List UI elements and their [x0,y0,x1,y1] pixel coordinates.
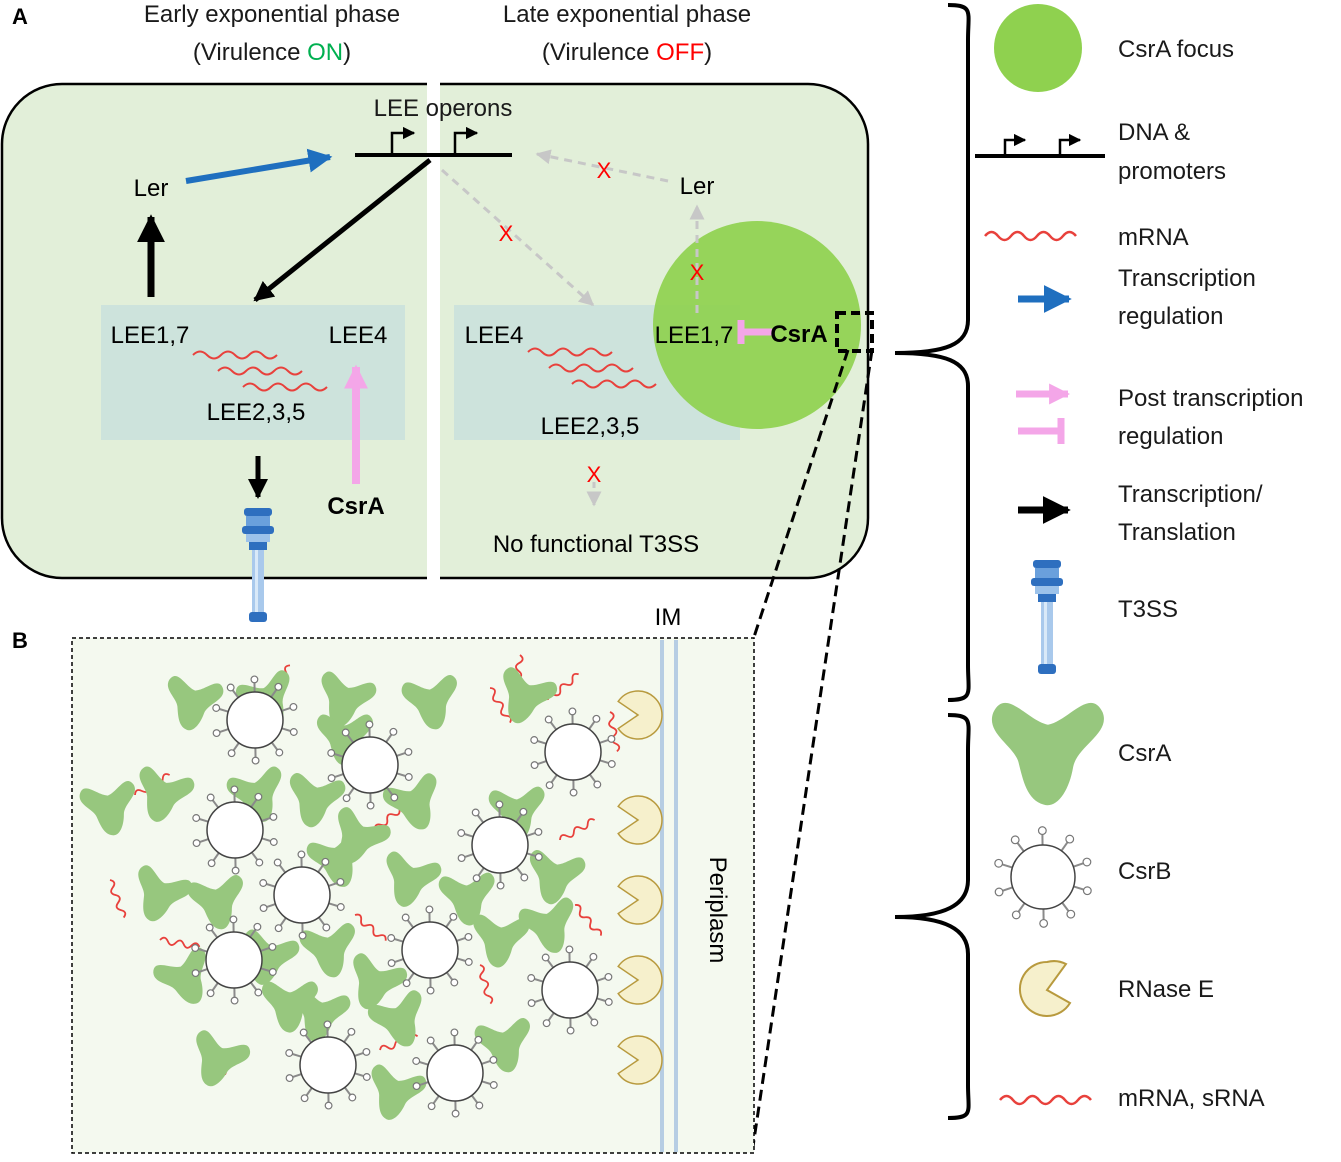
late-phase-title: Late exponential phase [503,1,751,28]
legend-csrb-symbol [995,827,1091,927]
legend-rnase-e-label: RNase E [1118,976,1214,1003]
lee235-label-late: LEE2,3,5 [541,413,640,440]
x-mark-translation: X [690,260,705,285]
panel-label-a: A [12,4,28,29]
csra-label-early: CsrA [327,493,384,520]
legend-brace-bottom [895,715,969,1118]
legend-dna-label-2: promoters [1118,158,1226,185]
legend-csrb-label: CsrB [1118,858,1171,885]
x-mark-ler: X [597,158,612,183]
lee17-label-late: LEE1,7 [655,322,734,349]
legend-transcription-regulation-label-1: Transcription [1118,265,1256,292]
x-mark-t3ss: X [587,462,602,487]
virulence-on-label: ON [307,39,343,66]
virulence-off-label: OFF [656,39,704,66]
inner-membrane-line-2 [674,640,678,1152]
lee235-label-early: LEE2,3,5 [207,399,306,426]
legend-csrb-shape [995,827,1091,927]
panel-label-b: B [12,628,28,653]
legend-mrna-symbol [985,232,1076,240]
lee4-label-early: LEE4 [329,322,388,349]
legend-brace-top [895,5,969,700]
legend-post-transcription-label-2: regulation [1118,423,1223,450]
legend-mrna-label: mRNA [1118,224,1189,251]
lee17-label-early: LEE1,7 [111,322,190,349]
periplasm-label: Periplasm [704,857,731,964]
early-phase-subtitle: (Virulence ON) [193,39,351,66]
legend-mrna-srna-label: mRNA, sRNA [1118,1085,1265,1112]
legend-transcription-translation-label-1: Transcription/ [1118,481,1263,508]
legend-post-transcription-label-1: Post transcription [1118,385,1303,412]
legend-transcription-regulation-label-2: regulation [1118,303,1223,330]
lee-operons-label: LEE operons [374,95,513,122]
x-mark-transcription: X [499,221,514,246]
legend-csra-focus-label: CsrA focus [1118,36,1234,63]
legend-dna-label-1: DNA & [1118,119,1190,146]
legend-transcription-translation-label-2: Translation [1118,519,1236,546]
csra-label-late: CsrA [770,321,827,348]
im-label: IM [655,604,682,631]
lee4-label-late: LEE4 [465,322,524,349]
ler-label-late: Ler [680,173,715,200]
legend-t3ss-label: T3SS [1118,596,1178,623]
legend-rnase-e-symbol [1020,961,1070,1016]
legend-t3ss-symbol [1031,560,1063,674]
late-phase-subtitle: (Virulence OFF) [542,39,712,66]
ler-label-early: Ler [134,175,169,202]
legend-csra-focus-symbol [994,4,1082,92]
no-t3ss-label: No functional T3SS [493,531,699,558]
legend-mrna-srna-symbol [1000,1096,1091,1104]
early-phase-title: Early exponential phase [144,1,400,28]
legend-csra-label: CsrA [1118,740,1171,767]
legend-csra-symbol [992,703,1104,805]
legend-post-transcription-inhibition-symbol [1018,418,1061,444]
legend-dna-symbol [975,140,1105,156]
